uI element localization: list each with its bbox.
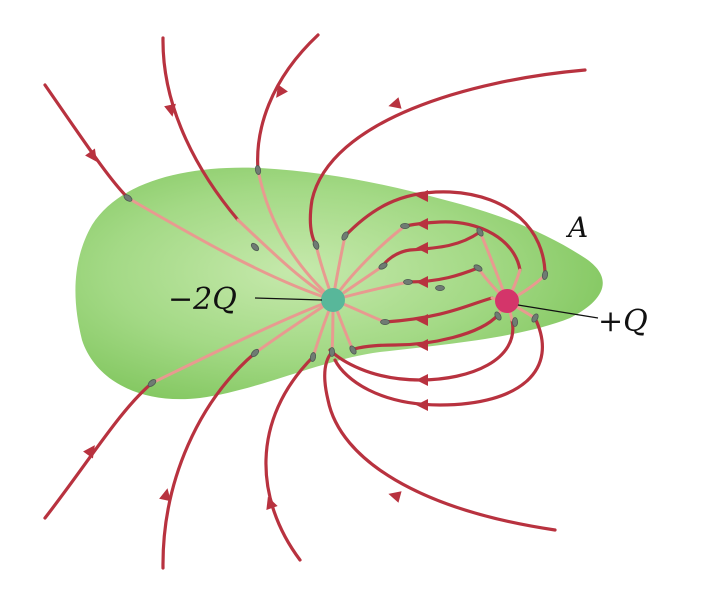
crossing-mark: [531, 313, 539, 323]
arrow-icon: [388, 491, 402, 503]
field-line: [150, 298, 335, 385]
arrow-icon: [276, 84, 288, 98]
arrow-icon: [416, 339, 428, 351]
arrow-icon: [416, 399, 428, 411]
field-line: [256, 33, 320, 172]
negative-charge-leader: [254, 297, 323, 301]
field-line: [381, 230, 482, 268]
crossing-mark: [254, 165, 262, 175]
arrow-icon: [416, 218, 428, 230]
positive-charge-leader: [517, 304, 599, 319]
field-lines-outside: [43, 33, 587, 570]
field-line: [323, 350, 557, 532]
crossing-mark: [329, 347, 336, 357]
crossing-mark: [435, 284, 445, 291]
field-line: [308, 68, 587, 247]
crossing-mark: [123, 194, 133, 202]
arrow-icon: [416, 374, 428, 386]
field-line: [383, 296, 494, 324]
field-line: [333, 316, 544, 407]
field-line: [161, 351, 257, 570]
arrow-icon: [416, 276, 428, 288]
crossing-mark: [403, 278, 413, 285]
field-line: [43, 83, 130, 200]
arrow-icon: [266, 496, 278, 511]
crossing-mark: [400, 222, 410, 229]
field-line: [403, 220, 522, 272]
crossing-mark: [341, 231, 349, 241]
arrow-icon: [159, 488, 171, 502]
negative-charge: [321, 288, 345, 312]
field-direction-arrowheads: [83, 84, 428, 511]
field-line: [236, 218, 335, 302]
field-line: [126, 196, 335, 302]
positive-charge-label: +Q: [598, 304, 648, 339]
negative-charge-label: −2Q: [168, 282, 237, 317]
surface-label: A: [565, 211, 588, 244]
crossing-mark: [349, 345, 357, 355]
crossing-mark: [309, 352, 317, 362]
arrow-icon: [164, 103, 176, 117]
field-line: [351, 313, 500, 352]
arrow-icon: [85, 148, 97, 162]
positive-charge: [495, 289, 519, 313]
crossing-mark: [380, 318, 390, 325]
crossing-mark: [494, 311, 502, 321]
crossing-mark: [476, 227, 484, 237]
crossing-mark: [378, 262, 388, 270]
arrow-icon: [416, 190, 428, 202]
crossing-mark: [250, 242, 260, 252]
arrow-icon: [416, 242, 428, 254]
field-line: [43, 381, 154, 520]
field-line: [343, 190, 547, 277]
arrow-icon: [416, 314, 428, 326]
field-line: [161, 36, 240, 222]
crossing-mark: [250, 348, 260, 358]
arrow-icon: [83, 445, 95, 459]
crossing-mark: [541, 270, 549, 280]
arrow-icon: [388, 97, 402, 109]
field-line: [256, 168, 335, 302]
field-line: [264, 355, 315, 562]
crossing-mark: [312, 240, 320, 250]
crossing-mark: [473, 264, 483, 272]
crossing-mark: [147, 379, 157, 387]
crossing-mark: [512, 317, 519, 327]
crossing-marks: [123, 165, 549, 387]
